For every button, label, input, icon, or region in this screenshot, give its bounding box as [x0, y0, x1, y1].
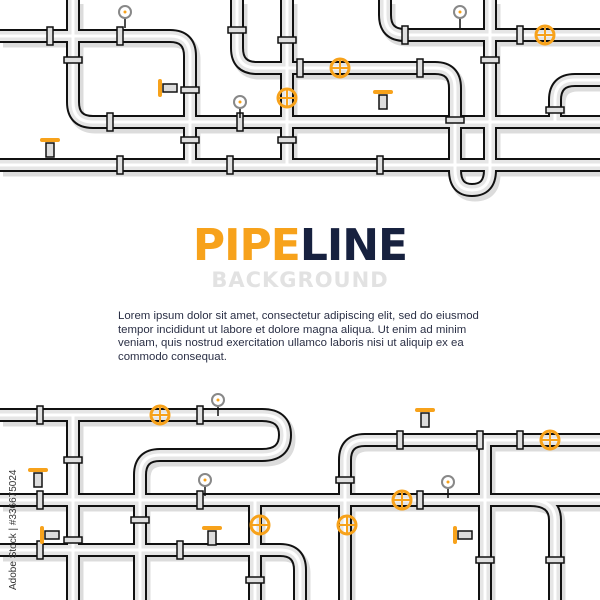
valve-wheel-icon	[534, 24, 556, 46]
pipe-flange	[277, 136, 297, 144]
headline: PIPELINE	[0, 222, 600, 270]
pipe-flange	[545, 556, 565, 564]
valve-handle-icon	[453, 526, 473, 544]
pipe-flange	[180, 86, 200, 94]
pipe-flange	[475, 556, 495, 564]
pipe-flange	[180, 136, 200, 144]
pipe-flange	[106, 112, 114, 132]
pipe-highlight	[0, 413, 287, 600]
pipe-body	[529, 495, 560, 600]
valve-handle-icon	[415, 408, 435, 428]
pipe-flange	[445, 116, 465, 124]
body-text: Lorem ipsum dolor sit amet, consectetur …	[118, 310, 479, 363]
pipe-flange	[416, 58, 424, 78]
pipe-shadow	[3, 32, 201, 169]
valve-handle-icon	[158, 79, 178, 97]
headline-pipe: PIPE	[192, 220, 301, 271]
pipe-highlight	[71, 0, 600, 124]
pipe-flange	[36, 405, 44, 425]
pipe-highlight	[0, 34, 192, 165]
valve-handle-icon	[28, 468, 48, 488]
pipe-flange	[63, 56, 83, 64]
headline-line: LINE	[299, 220, 408, 271]
pressure-gauge-icon	[441, 475, 455, 498]
pipe-flange	[196, 405, 204, 425]
pipe-highlight	[553, 78, 600, 122]
pipe-flange	[277, 36, 297, 44]
pipe-flange	[480, 56, 500, 64]
pipe-highlight	[343, 438, 600, 600]
pipe-flange	[116, 26, 124, 46]
subtitle: BACKGROUND	[211, 268, 389, 292]
pipe-flange	[516, 430, 524, 450]
valve-wheel-icon	[336, 514, 358, 536]
valve-wheel-icon	[149, 404, 171, 426]
pipe-flange	[545, 106, 565, 114]
pressure-gauge-icon	[118, 5, 132, 28]
pipe-flange	[227, 26, 247, 34]
valve-wheel-icon	[276, 87, 298, 109]
pressure-gauge-icon	[211, 393, 225, 416]
pipe-flange	[226, 155, 234, 175]
watermark-id: Adobe Stock | #336675024	[8, 469, 19, 590]
pipe-highlight	[235, 0, 492, 192]
pipe-flange	[376, 155, 384, 175]
pipe-highlight	[529, 498, 557, 600]
pipe-flange	[63, 456, 83, 464]
valve-handle-icon	[373, 90, 393, 110]
pipe-highlight	[0, 548, 302, 600]
pressure-gauge-icon	[198, 473, 212, 496]
valve-wheel-icon	[539, 429, 561, 451]
pipe-flange	[396, 430, 404, 450]
pipe-flange	[245, 576, 265, 584]
pipe-flange	[416, 490, 424, 510]
pressure-gauge-icon	[233, 95, 247, 118]
pipe-flange	[516, 25, 524, 45]
pipe-flange	[130, 516, 150, 524]
pipe-flange	[296, 58, 304, 78]
pipe-flange	[36, 490, 44, 510]
pipe-flange	[476, 430, 484, 450]
valve-handle-icon	[40, 138, 60, 158]
pipe-body	[0, 31, 195, 165]
pipe-flange	[63, 536, 83, 544]
valve-wheel-icon	[391, 489, 413, 511]
pressure-gauge-icon	[453, 5, 467, 28]
pipe-flange	[46, 26, 54, 46]
valve-wheel-icon	[249, 514, 271, 536]
pipe-flange	[196, 490, 204, 510]
pipe-flange	[116, 155, 124, 175]
pipe-flange	[401, 25, 409, 45]
pipe-flange	[335, 476, 355, 484]
valve-wheel-icon	[329, 57, 351, 79]
pipe-outline	[0, 29, 197, 165]
valve-handle-icon	[202, 526, 222, 546]
pipe-flange	[176, 540, 184, 560]
valve-handle-icon	[40, 526, 60, 544]
